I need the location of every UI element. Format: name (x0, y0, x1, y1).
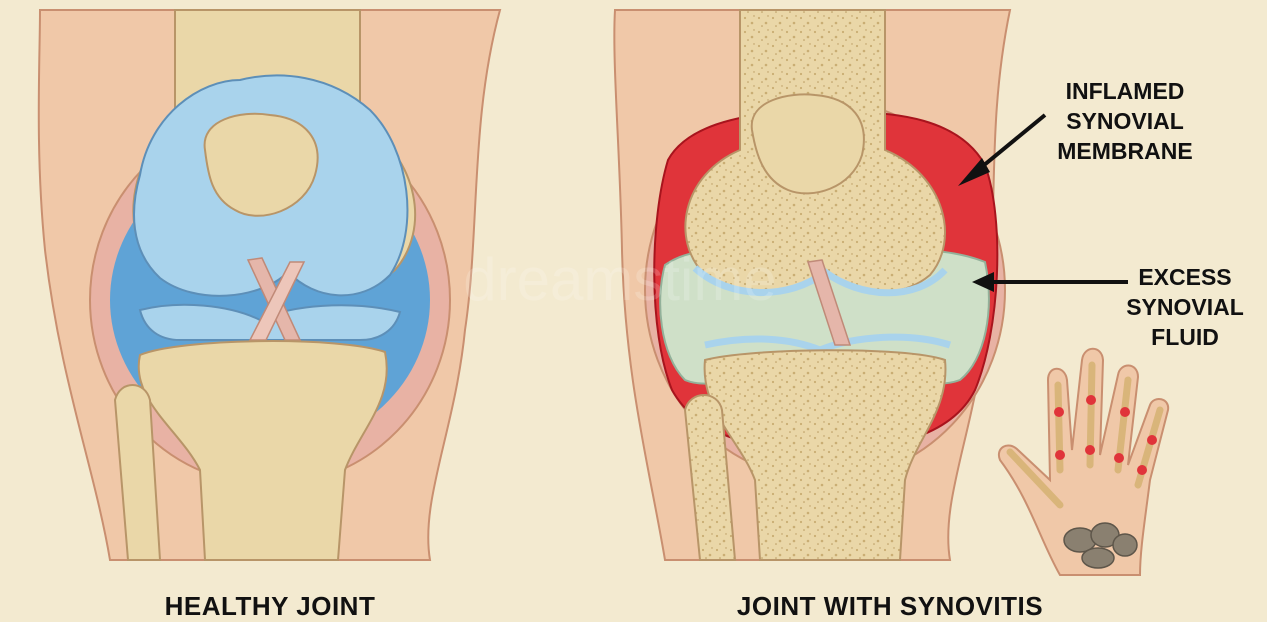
callout-excess-fluid: EXCESS SYNOVIAL FLUID (1100, 262, 1267, 352)
healthy-joint-caption: HEALTHY JOINT (80, 591, 460, 621)
hand-inset (999, 349, 1168, 575)
callout-line: INFLAMED (1020, 76, 1230, 106)
callout-line: SYNOVIAL (1100, 292, 1267, 322)
healthy-joint-diagram (39, 10, 500, 560)
callout-line: FLUID (1100, 322, 1267, 352)
callout-line: SYNOVIAL (1020, 106, 1230, 136)
synovitis-joint-caption: JOINT WITH SYNOVITIS (660, 591, 1120, 621)
callout-line: MEMBRANE (1020, 136, 1230, 166)
watermark: dreamstime (463, 246, 776, 313)
callout-line: EXCESS (1100, 262, 1267, 292)
callout-inflamed-membrane: INFLAMED SYNOVIAL MEMBRANE (1020, 76, 1230, 166)
